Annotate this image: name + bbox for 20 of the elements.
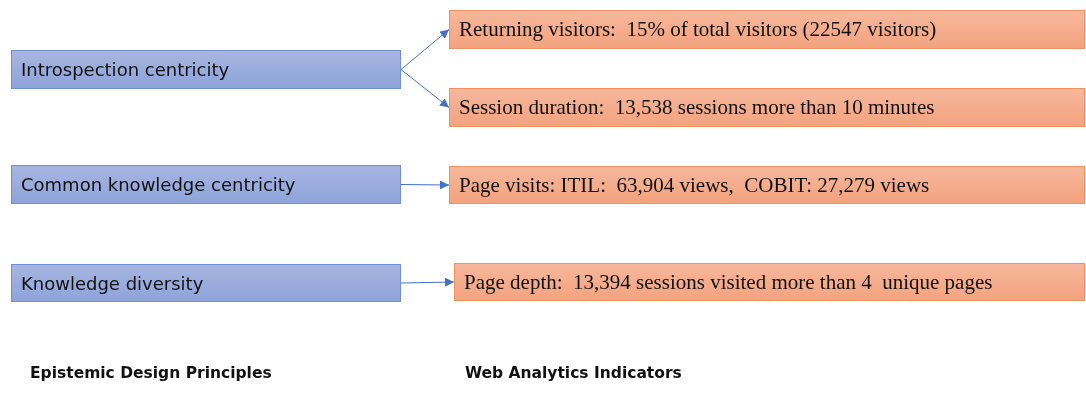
arrow — [400, 29, 450, 70]
box-text: Session duration: 13,538 sessions more than 10 minutes — [459, 95, 935, 120]
arrow — [400, 180, 450, 190]
process-box — [454, 263, 1085, 301]
box-text: Returning visitors: 15% of total visitors (22547 visitors) — [459, 17, 937, 42]
box-text: Knowledge diversity — [21, 272, 204, 294]
box-text: Introspection centricity — [21, 59, 230, 80]
process-box — [11, 264, 401, 302]
process-box — [449, 10, 1085, 49]
box-text: Common knowledge centricity — [21, 174, 296, 195]
process-box — [11, 50, 401, 89]
column-heading: Epistemic Design Principles — [30, 364, 272, 382]
box-text: Page visits: ITIL: 63,904 views, COBIT: 27,279 views — [459, 172, 930, 198]
process-box — [449, 88, 1085, 127]
process-box — [449, 166, 1085, 204]
arrow — [400, 277, 455, 287]
column-heading: Web Analytics Indicators — [465, 364, 682, 382]
process-box — [11, 165, 401, 204]
box-text: Page depth: 13,394 sessions visited more than 4 unique pages — [464, 269, 993, 295]
arrow — [400, 69, 450, 108]
